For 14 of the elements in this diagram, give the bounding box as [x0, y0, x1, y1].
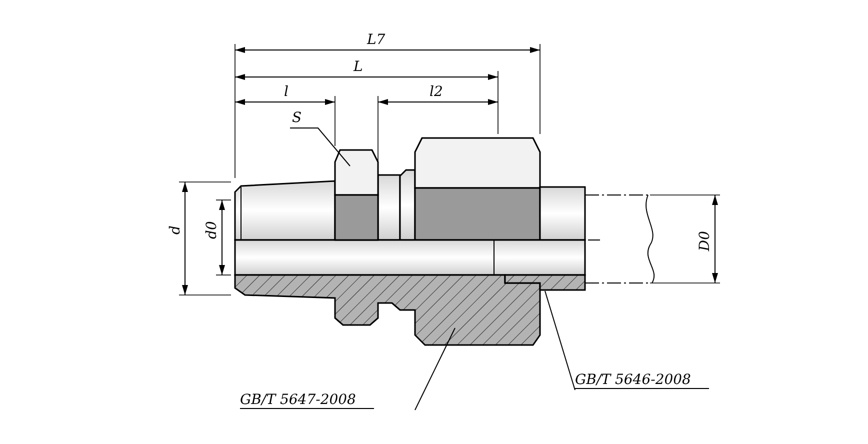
- dimension-label: d: [166, 226, 183, 234]
- callout-label: GB/T 5647-2008: [240, 392, 374, 409]
- leader-line: [414, 328, 456, 410]
- part-drawing: [334, 149, 379, 241]
- dimension-label: l: [284, 84, 288, 100]
- dimension-label: L7: [367, 32, 386, 48]
- callout-label: GB/T 5646-2008: [575, 372, 709, 389]
- leader-line: [544, 290, 576, 390]
- dimension-label: d0: [204, 221, 220, 239]
- dimension-label: L: [354, 59, 363, 75]
- callout-label: S: [292, 110, 302, 126]
- dimension-label: D0: [697, 230, 714, 252]
- leader-line: [290, 128, 350, 166]
- dimension-label: l2: [430, 84, 443, 100]
